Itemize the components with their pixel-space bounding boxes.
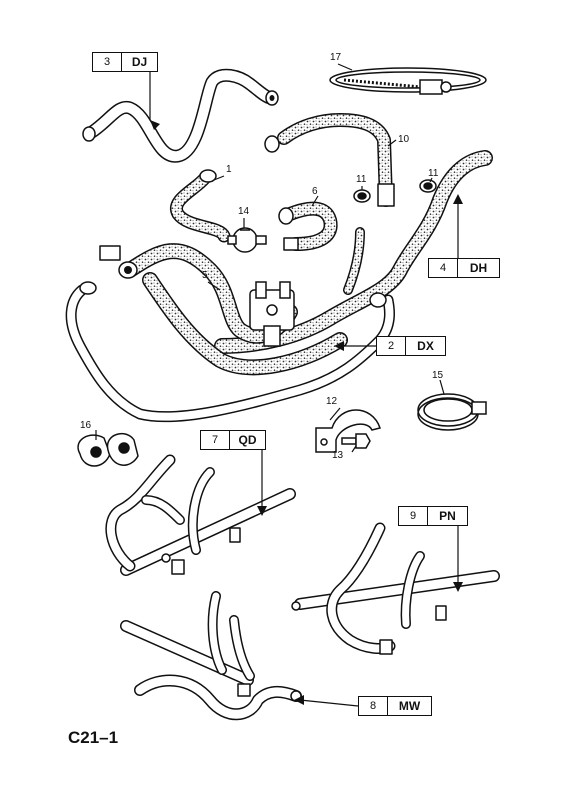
callout-6: 6 xyxy=(312,186,318,197)
callout-14: 14 xyxy=(238,206,250,217)
bolt-13 xyxy=(341,433,371,449)
arrowhead-dh xyxy=(453,194,463,204)
clamp-15 xyxy=(417,393,487,431)
hose-1 xyxy=(170,169,231,243)
callout-11-left: 11 xyxy=(356,174,367,185)
arrowhead-mw xyxy=(294,695,304,705)
leader-dj xyxy=(149,70,157,129)
assembly-code-mw: MW xyxy=(387,697,431,715)
leader-12 xyxy=(329,407,341,421)
leader-13 xyxy=(351,445,357,453)
assembly-pn xyxy=(291,522,500,655)
arrowhead-dj xyxy=(150,120,160,130)
assembly-code-qd: QD xyxy=(229,431,265,449)
clamp-11-right xyxy=(419,179,437,193)
callout-5: 5 xyxy=(202,270,208,281)
leader-mw xyxy=(299,699,359,707)
hose-dj xyxy=(82,68,279,163)
leader-15 xyxy=(439,379,445,395)
assembly-tag-qd: 7 QD xyxy=(200,430,266,450)
assembly-number-mw: 8 xyxy=(369,700,377,712)
assembly-number-qd: 7 xyxy=(211,434,219,446)
assembly-tag-dj: 3 DJ xyxy=(92,52,158,72)
assembly-code-dj: DJ xyxy=(121,53,157,71)
page-code: C21–1 xyxy=(68,728,119,747)
leader-17 xyxy=(337,63,353,71)
clamp-16 xyxy=(77,432,139,467)
leader-6 xyxy=(311,195,319,207)
callout-10: 10 xyxy=(398,134,410,145)
assembly-mw xyxy=(120,591,302,721)
assembly-number-dh: 4 xyxy=(439,262,447,274)
callout-15: 15 xyxy=(432,370,444,381)
assembly-code-dh: DH xyxy=(457,259,499,277)
leader-10 xyxy=(387,139,397,147)
callout-12: 12 xyxy=(326,396,338,407)
hose-clamp-17 xyxy=(329,67,487,95)
assembly-number-dx: 2 xyxy=(387,340,395,352)
hose-6 xyxy=(278,201,338,251)
leader-1 xyxy=(213,175,225,181)
valve-block xyxy=(249,281,295,347)
leader-5 xyxy=(207,281,221,291)
callout-1: 1 xyxy=(226,164,232,175)
hose-dh xyxy=(214,150,493,354)
hose-small xyxy=(343,227,365,295)
callout-17: 17 xyxy=(330,52,342,63)
assembly-qd xyxy=(105,454,296,576)
callout-16: 16 xyxy=(80,420,92,431)
leader-arrowheads xyxy=(150,120,463,705)
assembly-number-pn: 9 xyxy=(409,510,417,522)
callout-13: 13 xyxy=(332,450,344,461)
callout-11-right: 11 xyxy=(428,168,439,179)
clamp-11-left xyxy=(353,189,371,203)
valve-14 xyxy=(227,227,267,253)
hose-10 xyxy=(264,113,395,207)
assembly-tag-dx: 2 DX xyxy=(376,336,446,356)
arrowhead-pn xyxy=(453,582,463,592)
arrowhead-dx xyxy=(334,341,344,351)
assembly-code-dx: DX xyxy=(405,337,445,355)
assembly-number-dj: 3 xyxy=(103,56,111,68)
assembly-code-pn: PN xyxy=(427,507,467,525)
assembly-tag-pn: 9 PN xyxy=(398,506,468,526)
assembly-tag-dh: 4 DH xyxy=(428,258,500,278)
leader-11b xyxy=(429,177,433,183)
arrowhead-qd xyxy=(257,506,267,516)
bracket-12 xyxy=(315,409,381,453)
assembly-tag-mw: 8 MW xyxy=(358,696,432,716)
